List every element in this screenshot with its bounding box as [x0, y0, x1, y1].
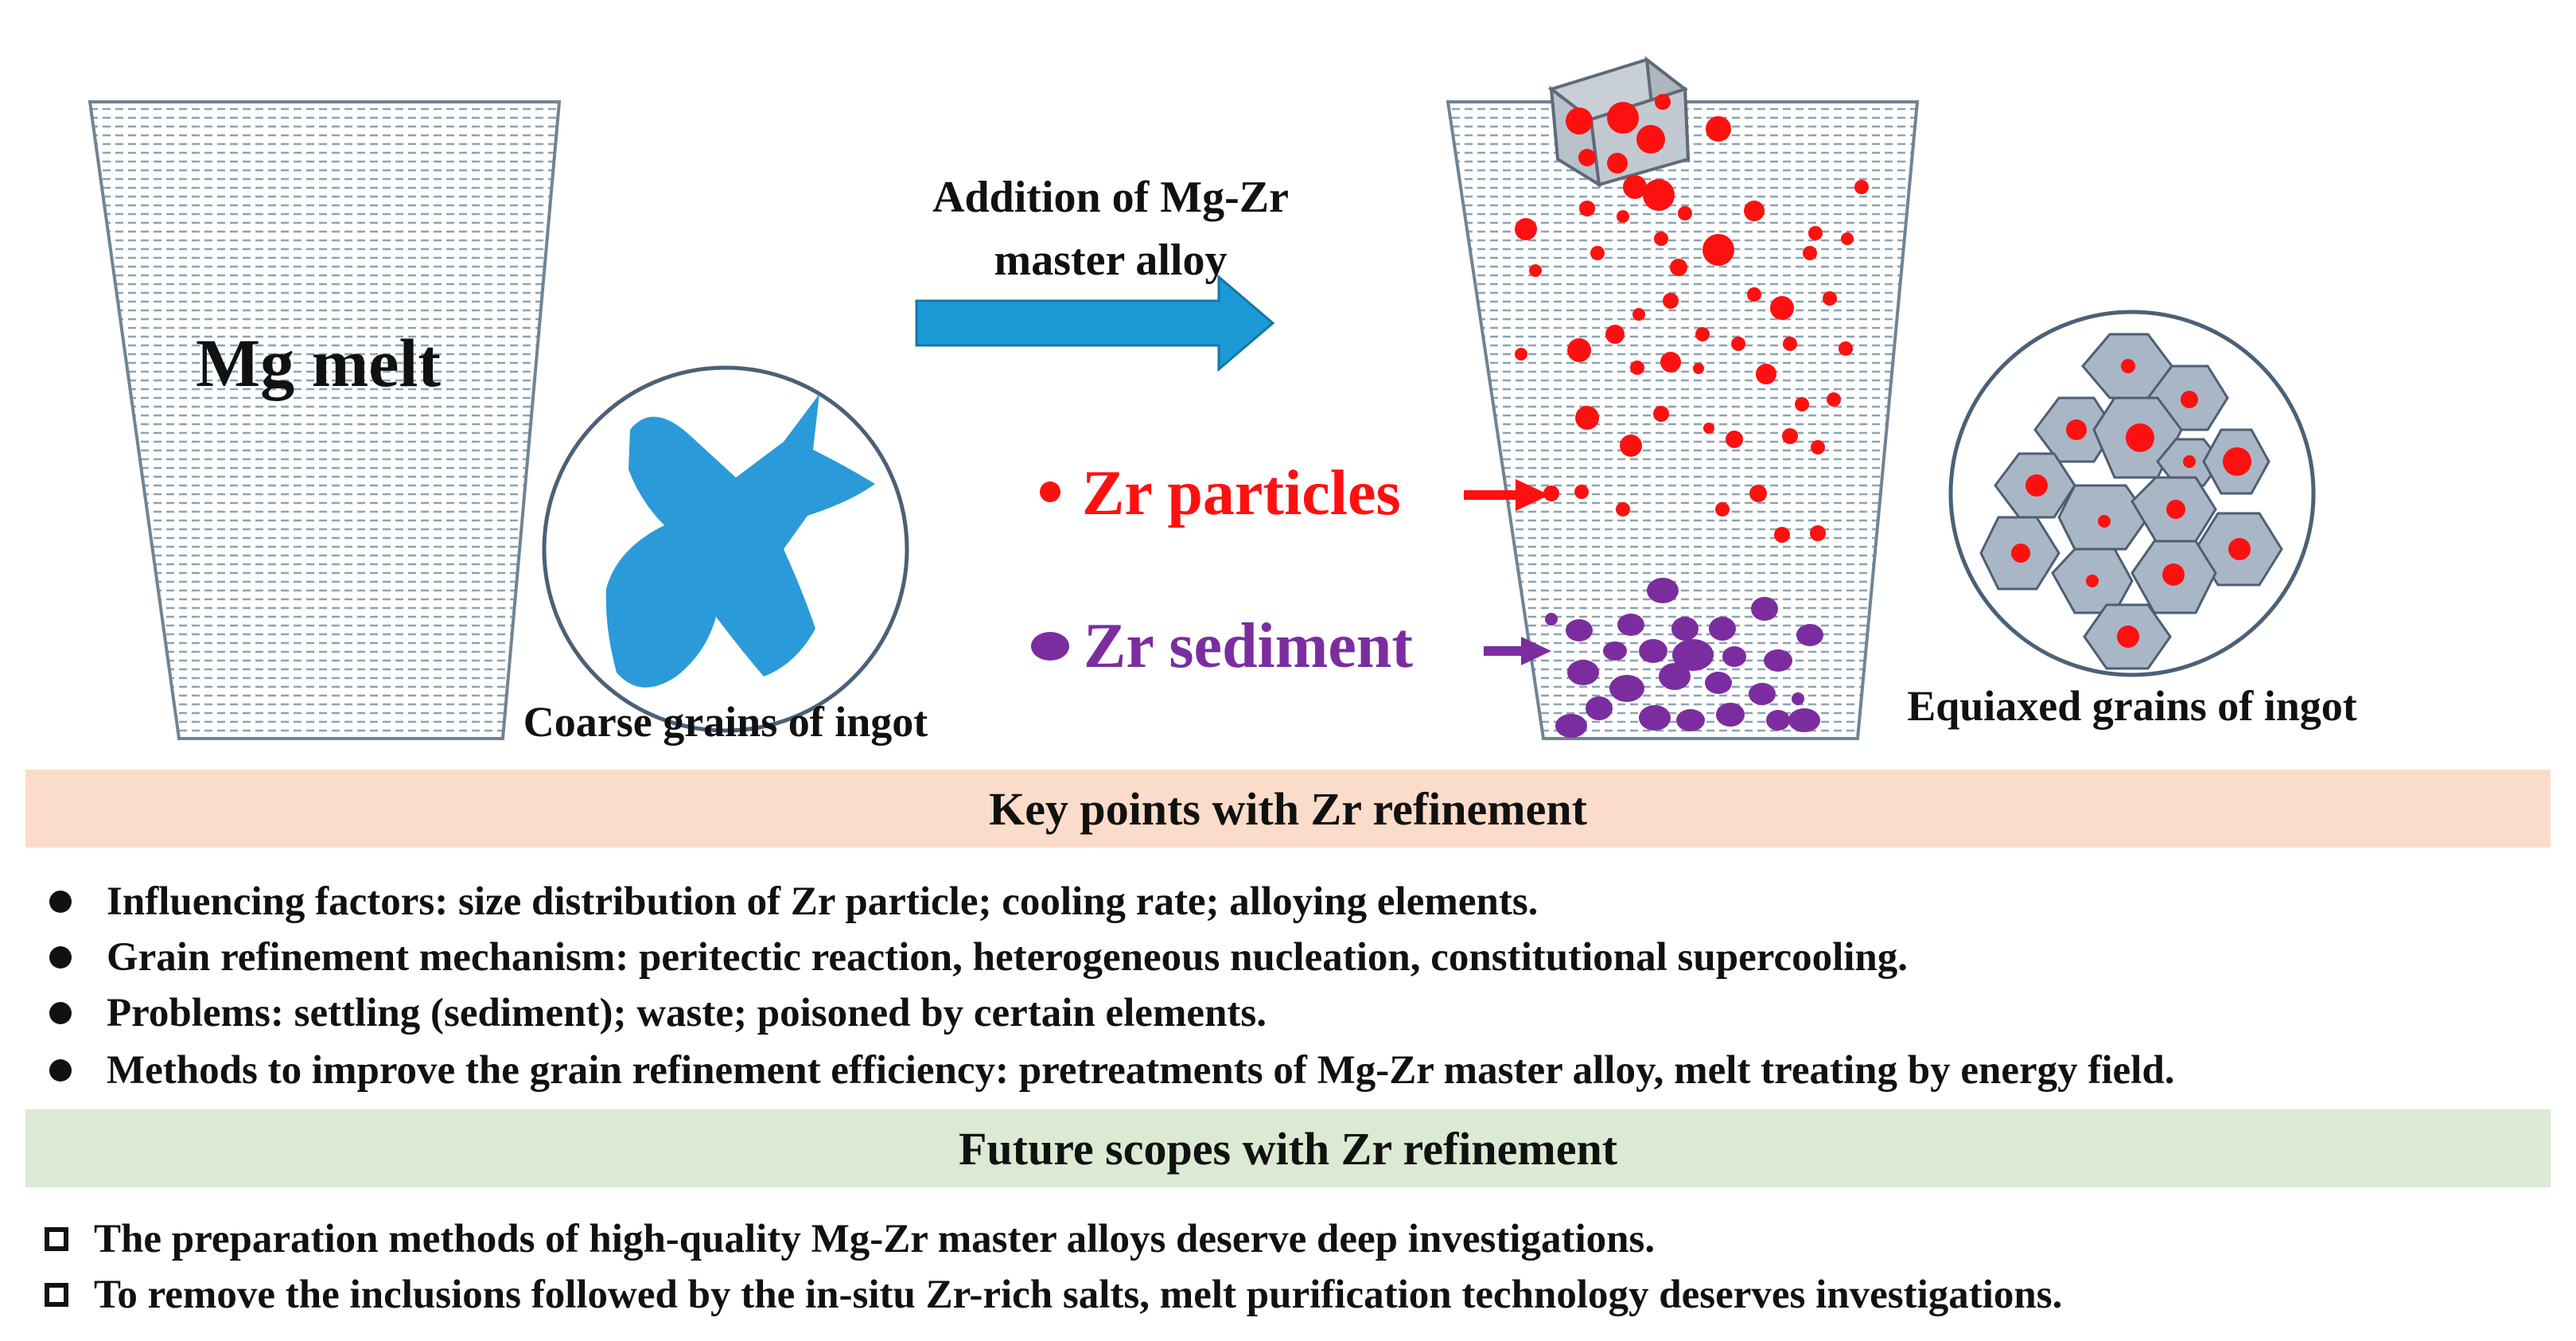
zr-particles-label: Zr particles: [1082, 458, 1401, 528]
key-point-item: Grain refinement mechanism: peritectic r…: [49, 930, 1908, 985]
future-scope-text: The preparation methods of high-quality …: [94, 1217, 1656, 1261]
zr-sediment-pointer-arrow: [1484, 637, 1551, 665]
mg-melt-crucible: [88, 100, 562, 740]
master-alloy-cube: [1547, 56, 1691, 188]
key-point-item: Methods to improve the grain refinement …: [49, 1043, 2174, 1098]
key-points-header: Key points with Zr refinement: [25, 770, 2551, 848]
future-scopes-title: Future scopes with Zr refinement: [958, 1122, 1618, 1175]
key-point-text: Influencing factors: size distribution o…: [107, 879, 1539, 924]
equiaxed-grain-caption: Equiaxed grains of ingot: [1907, 682, 2357, 730]
bullet-icon: [49, 1059, 72, 1082]
checkbox-square-icon: [45, 1227, 68, 1251]
future-scope-item: The preparation methods of high-quality …: [45, 1211, 1655, 1267]
bullet-icon: [49, 946, 72, 969]
addition-label-line2: master alloy: [994, 236, 1228, 285]
future-scope-text: To remove the inclusions followed by the…: [94, 1273, 2063, 1317]
zr-refinement-diagram: Mg melt Coarse grains of ingot Addition …: [88, 56, 2357, 746]
bullet-icon: [49, 1002, 72, 1024]
zr-particles-in-melt: [1515, 116, 1869, 543]
future-scope-item: To remove the inclusions followed by the…: [45, 1267, 2062, 1323]
equiaxed-grain-cells: [1979, 333, 2283, 670]
future-scopes-header: Future scopes with Zr refinement: [25, 1109, 2551, 1187]
key-point-item: Influencing factors: size distribution o…: [49, 874, 1538, 930]
zr-particles-legend-dot: [1040, 481, 1060, 502]
key-point-text: Problems: settling (sediment); waste; po…: [107, 991, 1267, 1035]
equiaxed-grain-nuclei: [2011, 359, 2251, 648]
key-point-text: Grain refinement mechanism: peritectic r…: [107, 935, 1909, 980]
bullet-icon: [49, 891, 72, 913]
key-point-text: Methods to improve the grain refinement …: [107, 1048, 2175, 1093]
mg-melt-label: Mg melt: [196, 325, 441, 401]
zr-sediment-in-melt: [1545, 578, 1823, 738]
coarse-grain-shape: [605, 394, 875, 688]
coarse-grain-caption: Coarse grains of ingot: [523, 698, 928, 746]
addition-arrow: [915, 274, 1275, 372]
checkbox-square-icon: [45, 1283, 68, 1307]
zr-melt-crucible: [1446, 100, 1920, 740]
key-point-item: Problems: settling (sediment); waste; po…: [49, 985, 1267, 1041]
key-points-title: Key points with Zr refinement: [989, 782, 1587, 835]
zr-sediment-label: Zr sediment: [1084, 611, 1413, 681]
zr-particles-pointer-arrow: [1464, 479, 1550, 511]
zr-sediment-legend-dot: [1031, 632, 1069, 661]
addition-label-line1: Addition of Mg-Zr: [932, 173, 1289, 222]
